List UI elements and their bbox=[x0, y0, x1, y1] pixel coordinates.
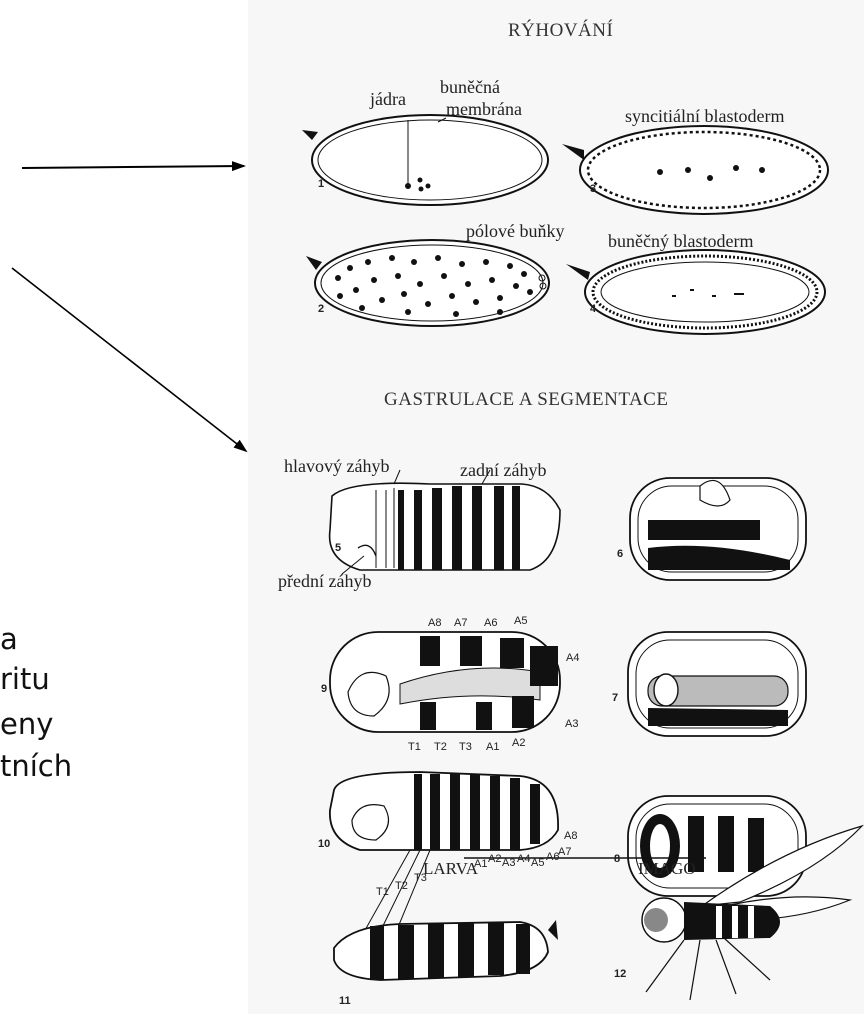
segment-label: A7 bbox=[454, 617, 467, 629]
segment-label: T3 bbox=[414, 872, 427, 884]
egg-stage-1 bbox=[302, 115, 548, 205]
egg-stage-2 bbox=[306, 240, 549, 326]
segment-label: A2 bbox=[512, 737, 525, 749]
egg-stage-4 bbox=[566, 250, 825, 334]
arrow-to-cleavage bbox=[22, 166, 244, 168]
label-syncytial-blastoderm: syncitiální blastoderm bbox=[625, 107, 784, 125]
label-posterior-fold: zadní záhyb bbox=[460, 461, 546, 479]
segment-label: A8 bbox=[564, 830, 577, 842]
stage-number-2: 2 bbox=[318, 303, 324, 315]
segment-label: A2 bbox=[488, 853, 501, 865]
segment-label: T3 bbox=[459, 741, 472, 753]
embryo-stage-9 bbox=[330, 632, 560, 732]
label-nuclei: jádra bbox=[370, 90, 406, 108]
title-gastrulation-segmentation: GASTRULACE A SEGMENTACE bbox=[384, 389, 668, 411]
embryo-stage-10 bbox=[330, 772, 558, 932]
egg-stage-3 bbox=[562, 126, 828, 214]
segment-label: A1 bbox=[474, 858, 487, 870]
segment-label: A3 bbox=[502, 857, 515, 869]
stage-number-12: 12 bbox=[614, 968, 626, 980]
label-head-fold: hlavový záhyb bbox=[284, 457, 389, 475]
segment-label: A3 bbox=[565, 718, 578, 730]
embryo-stage-5 bbox=[330, 470, 560, 574]
stage-number-8: 8 bbox=[614, 853, 620, 865]
segment-label: T1 bbox=[408, 741, 421, 753]
segment-label: T2 bbox=[434, 741, 447, 753]
arrow-to-gastrulation bbox=[12, 268, 246, 451]
segment-label: T2 bbox=[395, 880, 408, 892]
stage-number-3: 3 bbox=[590, 183, 596, 195]
stage-number-4: 4 bbox=[590, 303, 596, 315]
label-larva: LARVA bbox=[423, 860, 478, 877]
label-cell-membrane-line1: buněčná bbox=[440, 78, 500, 96]
segment-label: T1 bbox=[376, 886, 389, 898]
embryo-section-7 bbox=[628, 632, 806, 736]
larva-stage-11 bbox=[334, 920, 558, 980]
label-cell-membrane-line2: membrána bbox=[446, 100, 522, 118]
title-cleavage: RÝHOVÁNÍ bbox=[508, 20, 613, 42]
embryo-section-6 bbox=[630, 478, 806, 580]
stage-number-5: 5 bbox=[335, 542, 341, 554]
label-anterior-fold: přední záhyb bbox=[278, 572, 371, 590]
segment-label: A6 bbox=[484, 617, 497, 629]
label-imago: IMAGO bbox=[638, 860, 696, 877]
stage-number-11: 11 bbox=[339, 995, 351, 1007]
stage-number-1: 1 bbox=[318, 178, 324, 190]
segment-label: A7 bbox=[558, 846, 571, 858]
stage-number-7: 7 bbox=[612, 692, 618, 704]
label-cellular-blastoderm: buněčný blastoderm bbox=[608, 232, 753, 250]
segment-label: A4 bbox=[566, 652, 579, 664]
segment-label: A5 bbox=[531, 857, 544, 869]
segment-label: A4 bbox=[517, 853, 530, 865]
segment-label: A5 bbox=[514, 615, 527, 627]
stage-number-6: 6 bbox=[617, 548, 623, 560]
segment-label: A1 bbox=[486, 741, 499, 753]
label-pole-cells: pólové buňky bbox=[466, 222, 565, 240]
segment-label: A8 bbox=[428, 617, 441, 629]
stage-number-9: 9 bbox=[321, 683, 327, 695]
stage-number-10: 10 bbox=[318, 838, 330, 850]
